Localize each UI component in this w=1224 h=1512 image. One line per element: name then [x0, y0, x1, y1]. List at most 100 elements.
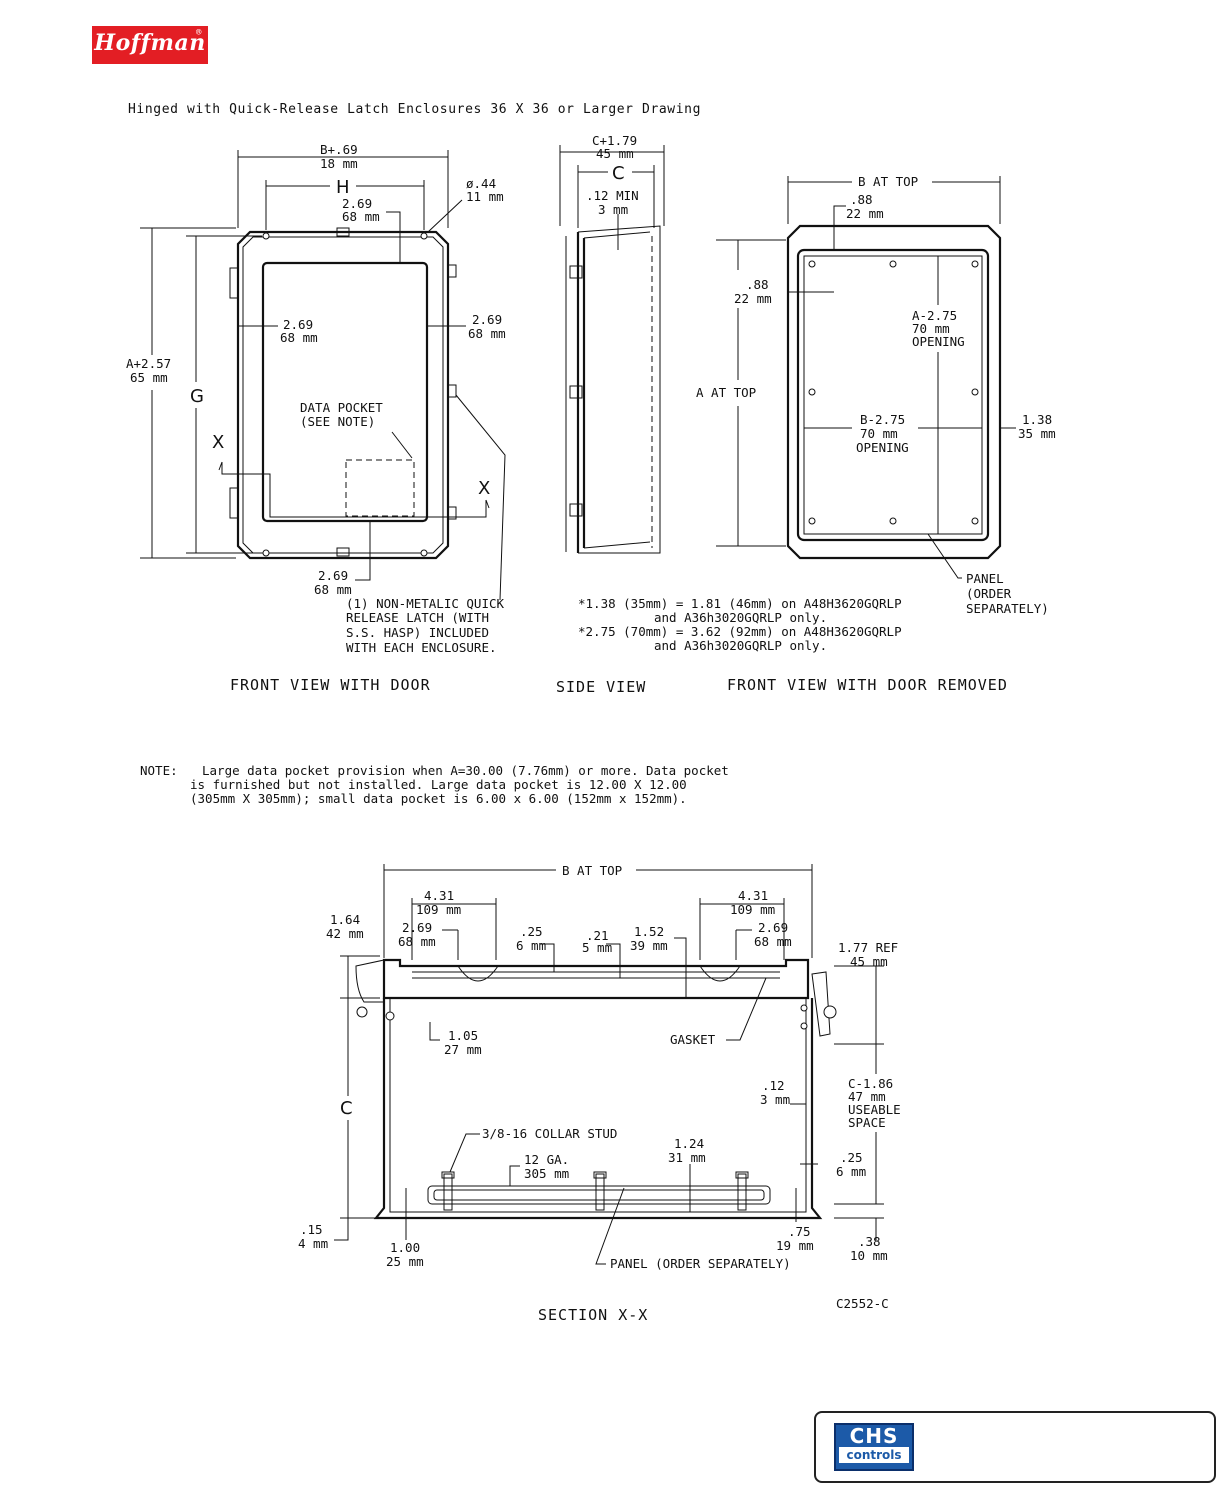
drawing-title: Hinged with Quick-Release Latch Enclosur… [128, 102, 702, 117]
sec-dim-124-mm: 31 mm [668, 1150, 706, 1165]
section-x-right: X [478, 478, 490, 499]
hoffman-logo: Hoffman ® [92, 26, 208, 64]
dim-min-mm: 3 mm [598, 202, 628, 217]
section-labels: B AT TOP 4.31 109 mm 4.31 109 mm 1.64 42… [298, 863, 901, 1324]
dim-bottom-mm: 68 mm [314, 582, 352, 597]
sec-dim-75-mm: 19 mm [776, 1238, 814, 1253]
sec-dim-431-right-mm: 109 mm [730, 902, 775, 917]
dim-a-minus-2: 70 mm [912, 321, 950, 336]
dim-88-top-mm: 22 mm [846, 206, 884, 221]
footnotes: *1.38 (35mm) = 1.81 (46mm) on A48H3620GQ… [578, 596, 902, 653]
dim-b-minus-2: 70 mm [860, 426, 898, 441]
dim-min: .12 MIN [586, 188, 639, 203]
sec-dim-15: .15 [300, 1222, 323, 1237]
dim-a-minus-3: OPENING [912, 334, 965, 349]
dim-top-mm: 68 mm [342, 209, 380, 224]
dim-c-plus: C+1.79 [592, 133, 637, 148]
dim-88-left-mm: 22 mm [734, 291, 772, 306]
sec-dim-105: 1.05 [448, 1028, 478, 1043]
door-rib-right [699, 965, 741, 982]
sec-dim-431-left-mm: 109 mm [416, 902, 461, 917]
section-latch [811, 971, 831, 1037]
sec-dim-12ga: 12 GA. [524, 1152, 569, 1167]
sec-dim-12-mm: 3 mm [760, 1092, 790, 1107]
latch-note-leader [455, 394, 506, 601]
panel-holes [808, 260, 979, 525]
sec-dim-b-top: B AT TOP [562, 863, 622, 878]
sec-dim-21: .21 [586, 928, 609, 943]
footnote-3: *2.75 (70mm) = 3.62 (92mm) on A48H3620GQ… [578, 624, 902, 639]
dim-right-in: 2.69 [472, 312, 502, 327]
front-view-door-removed [716, 176, 1016, 579]
sec-dim-12: .12 [762, 1078, 785, 1093]
side-hinge-3 [569, 503, 583, 517]
footnote-4: and A36h3020GQRLP only. [654, 638, 827, 653]
front-window-outline [261, 261, 429, 523]
left-hinge-top [229, 267, 239, 299]
mount-hole-tr [420, 232, 428, 240]
sec-dim-105-mm: 27 mm [444, 1042, 482, 1057]
sec-dim-431-right: 4.31 [738, 888, 768, 903]
dim-c: C [612, 163, 625, 184]
front-view-labels: B+.69 18 mm H ø.44 11 mm 2.69 68 mm 2.69… [126, 142, 506, 694]
sec-dim-269-right: 2.69 [758, 920, 788, 935]
section-x-x [334, 864, 884, 1265]
chs-logo-bottom: controls [839, 1447, 909, 1463]
sec-dim-177-mm: 45 mm [850, 954, 888, 969]
door-removed-caption: FRONT VIEW WITH DOOR REMOVED [727, 676, 1008, 694]
dim-a-top: A AT TOP [696, 385, 756, 400]
section-hinge [355, 959, 385, 1003]
panel-label-3: SEPARATELY) [966, 601, 1049, 616]
front-door-inner-edge [242, 236, 444, 554]
note-line-2: is furnished but not installed. Large da… [190, 777, 687, 792]
collar-studs [441, 1171, 749, 1211]
collar-stud-label: 3/8-16 COLLAR STUD [482, 1126, 617, 1141]
sec-dim-100: 1.00 [390, 1240, 420, 1255]
sec-dim-269-left: 2.69 [402, 920, 432, 935]
sec-dim-269-right-mm: 68 mm [754, 934, 792, 949]
sec-dim-431-left: 4.31 [424, 888, 454, 903]
sec-dim-152-mm: 39 mm [630, 938, 668, 953]
right-latch-3 [447, 506, 457, 520]
right-latch-2 [447, 384, 457, 398]
sec-dim-164: 1.64 [330, 912, 360, 927]
dim-b-top: B AT TOP [858, 174, 918, 189]
dim-b-minus-3: OPENING [856, 440, 909, 455]
sec-dim-c-minus-2: 47 mm [848, 1089, 886, 1104]
dim-b-plus-mm: 18 mm [320, 156, 358, 171]
dim-right-mm: 68 mm [468, 326, 506, 341]
drawing-number: C2552-C [836, 1296, 889, 1311]
right-latch-1 [447, 264, 457, 278]
flange-outline [796, 248, 990, 542]
sec-dim-75: .75 [788, 1224, 811, 1239]
panel-label-2: (ORDER [966, 586, 1012, 601]
door-removed-labels: B AT TOP .88 22 mm .88 22 mm A AT TOP A-… [696, 174, 1056, 694]
sec-dim-38-mm: 10 mm [850, 1248, 888, 1263]
dim-138: 1.38 [1022, 412, 1052, 427]
dim-top-in: 2.69 [342, 196, 372, 211]
section-cut-line [221, 462, 487, 518]
latch-note-2: RELEASE LATCH (WITH [346, 610, 489, 625]
section-panel-label: PANEL (ORDER SEPARATELY) [610, 1256, 791, 1271]
sec-dim-c-minus-4: SPACE [848, 1115, 886, 1130]
section-body [373, 998, 823, 1220]
sec-dim-164-mm: 42 mm [326, 926, 364, 941]
dim-b-minus-1: B-2.75 [860, 412, 905, 427]
data-pocket-label-2: (SEE NOTE) [300, 414, 375, 429]
sec-dim-25-top-mm: 6 mm [516, 938, 546, 953]
dim-left-in: 2.69 [283, 317, 313, 332]
left-hinge-bottom [229, 487, 239, 519]
side-body-outline [577, 225, 661, 554]
mount-hole-br [420, 549, 428, 557]
dim-g: G [190, 386, 204, 407]
chs-logo-top: CHS [849, 1424, 899, 1448]
dim-hole: ø.44 [466, 176, 496, 191]
hoffman-logo-text: Hoffman [94, 30, 206, 56]
data-pocket-leader [391, 431, 413, 459]
section-x-left: X [212, 432, 224, 453]
side-body-back [576, 232, 586, 553]
dim-a-plus: A+2.57 [126, 356, 171, 371]
dim-a-minus-1: A-2.75 [912, 308, 957, 323]
front-view-caption: FRONT VIEW WITH DOOR [230, 676, 431, 694]
